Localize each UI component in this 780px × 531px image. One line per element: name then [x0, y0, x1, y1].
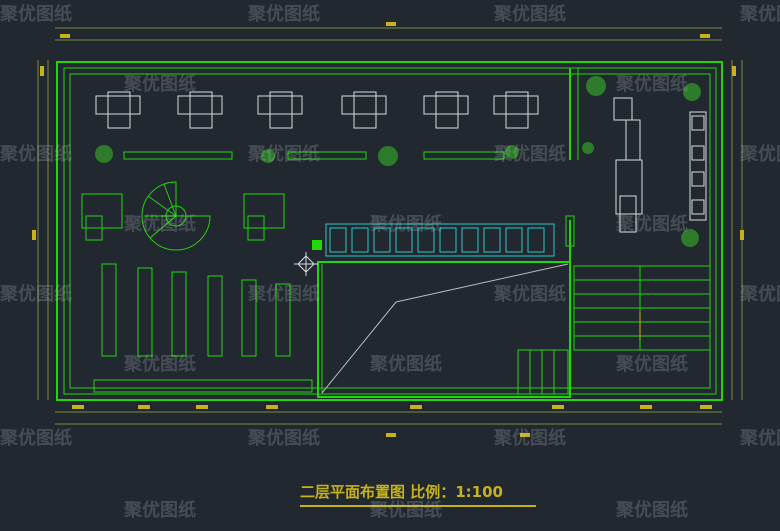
door-post: [565, 215, 575, 247]
dimension-ticks: [32, 22, 744, 437]
right-room-furniture: [613, 97, 707, 233]
main-staircase: [517, 265, 711, 395]
walls: [56, 61, 723, 401]
shelves: [101, 263, 291, 357]
desk-groups: [95, 91, 539, 129]
plant-symbol: [294, 252, 318, 276]
void-outline: [321, 263, 569, 394]
plants: [95, 76, 701, 247]
counter-tables: [93, 151, 505, 393]
dimension-lines: [37, 27, 743, 425]
drawing-title: 二层平面布置图 比例：1:100: [300, 483, 503, 501]
title-underline: [300, 505, 536, 507]
spiral-staircase: [141, 181, 211, 251]
work-desks: [81, 193, 285, 241]
column-marker: [312, 240, 322, 250]
display-cabinets: [325, 223, 555, 257]
